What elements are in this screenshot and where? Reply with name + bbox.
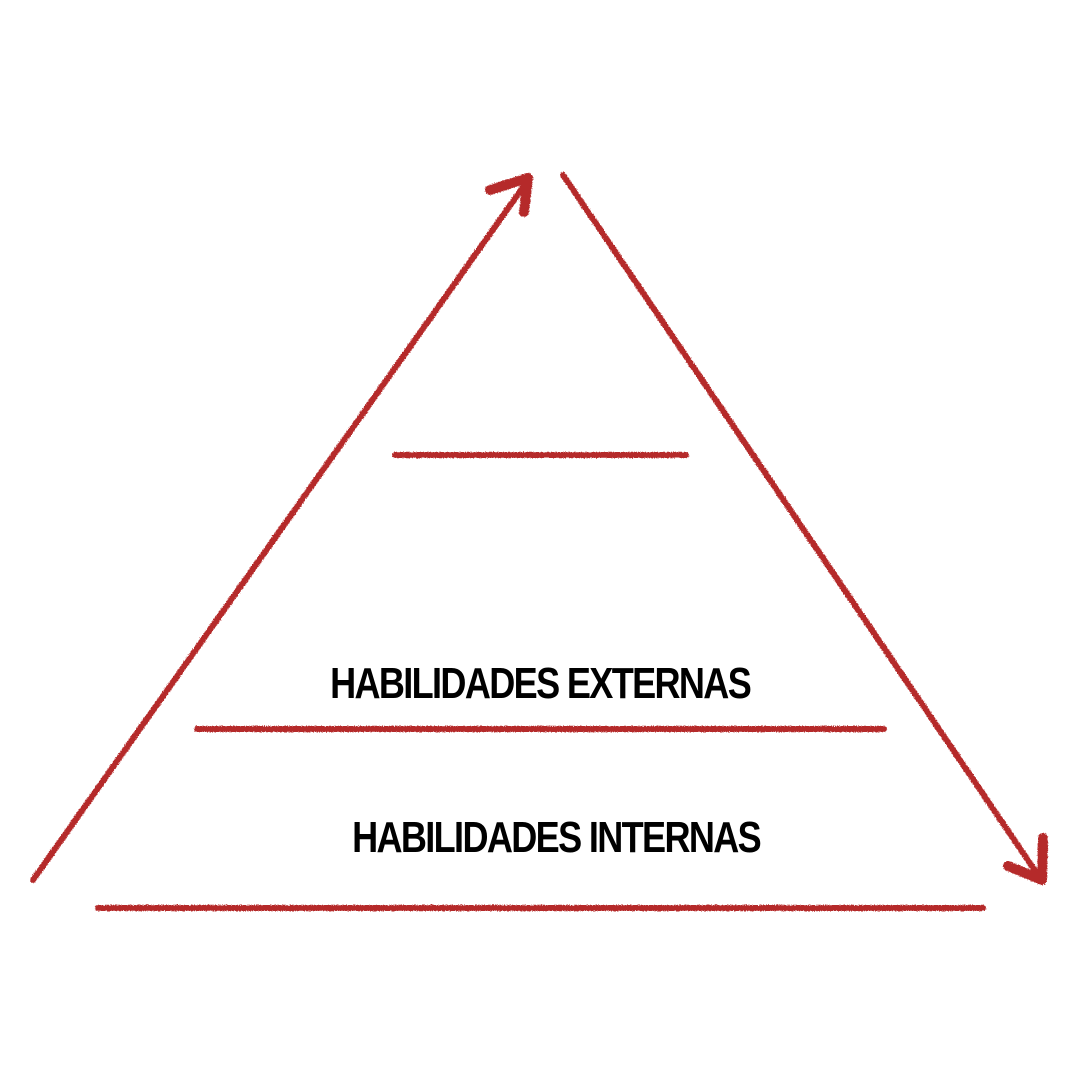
left-arrow-line xyxy=(30,177,531,883)
level-label-internas: HABILIDADES INTERNAS xyxy=(352,813,761,862)
right-arrow-head-icon xyxy=(1003,833,1048,885)
level-label-externas: HABILIDADES EXTERNAS xyxy=(330,659,751,708)
right-arrow-line xyxy=(560,172,1043,881)
left-arrow-head-icon xyxy=(485,173,533,217)
